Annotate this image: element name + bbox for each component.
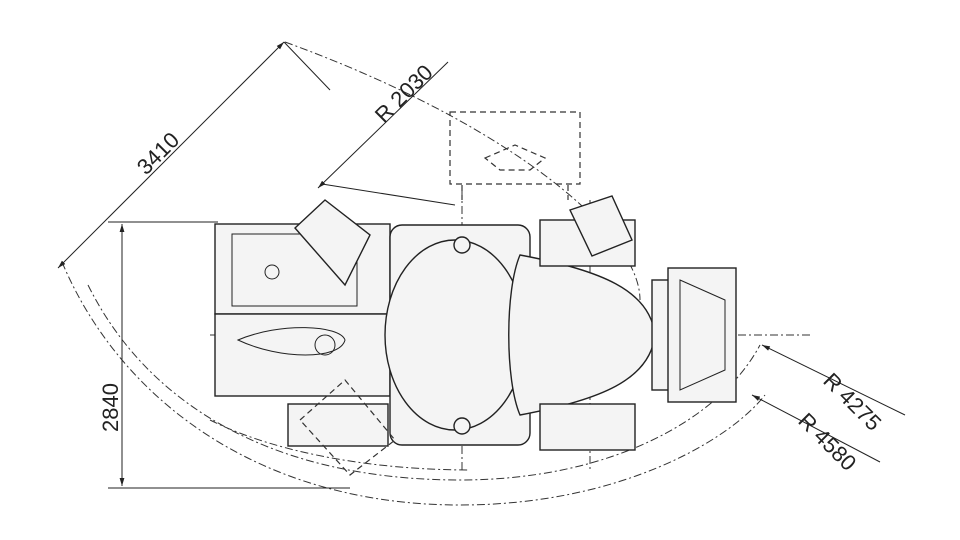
front-wheel-bottom xyxy=(287,403,389,447)
wheel-hub-top xyxy=(453,236,471,254)
hopper-outline xyxy=(449,111,581,200)
discharge-chute xyxy=(667,267,737,403)
dimension-outer-radii: R 4275 R 4580 xyxy=(751,344,906,476)
dimension-label-r2030: R 2030 xyxy=(370,60,438,128)
dimension-label-diagonal: 3410 xyxy=(132,127,184,179)
rear-wheel-turned xyxy=(569,195,633,257)
truck-top-view xyxy=(214,195,737,476)
arc-r4580 xyxy=(61,261,766,506)
arc-outer-top xyxy=(284,41,641,301)
mixer-drum xyxy=(508,254,656,416)
arc-inner xyxy=(209,419,471,471)
wheel-hub-bottom xyxy=(453,417,471,435)
drum-ring xyxy=(651,279,671,391)
arc-r4275 xyxy=(87,284,761,481)
drum-front xyxy=(384,239,526,431)
front-wheel-turned-ghost xyxy=(299,379,396,476)
dimension-label-width: 2840 xyxy=(98,383,123,432)
front-wheel-turned-top xyxy=(294,199,371,287)
rear-wheel-bottom xyxy=(539,403,636,451)
dimension-r2030: R 2030 xyxy=(317,60,456,206)
